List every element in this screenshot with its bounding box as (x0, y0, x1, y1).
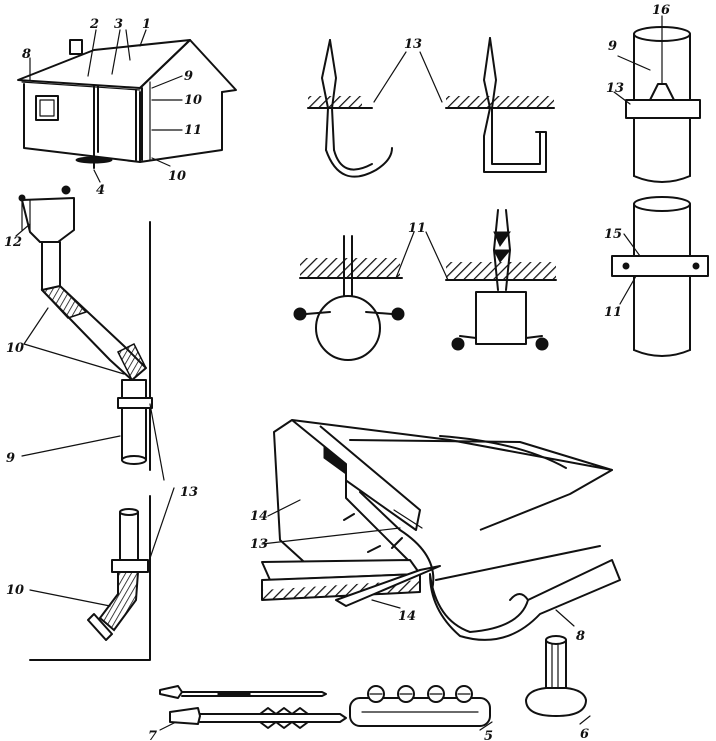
label-6: 6 (580, 727, 589, 741)
label-12: 12 (4, 235, 22, 250)
label-11-clamps: 11 (408, 221, 426, 236)
gutter-hooks-drawing (307, 37, 555, 178)
label-1: 1 (142, 17, 151, 32)
pipe-hook-drawing (613, 15, 701, 183)
plug-drawing (525, 635, 591, 725)
label-13-pipes: 13 (180, 485, 198, 500)
label-13-right: 13 (606, 81, 624, 96)
house-drawing (17, 29, 237, 183)
label-11-right: 11 (604, 305, 622, 320)
label-13-hooks: 13 (404, 37, 422, 52)
label-9-pipe: 9 (6, 451, 15, 466)
label-15: 15 (604, 227, 622, 242)
screw-block-drawing (349, 685, 493, 731)
label-16: 16 (652, 3, 670, 18)
label-9-right: 9 (608, 39, 617, 54)
label-3: 3 (114, 17, 123, 32)
label-2: 2 (89, 17, 99, 32)
downpipe-drawing (15, 185, 165, 481)
label-14-lower: 14 (398, 609, 416, 624)
label-9-house: 9 (184, 69, 193, 84)
label-8-house: 8 (22, 47, 31, 62)
label-11-house: 11 (184, 123, 202, 138)
label-8-eave: 8 (576, 629, 585, 644)
pipe-band-drawing (611, 196, 709, 357)
pipe-clamps-drawing (293, 209, 557, 361)
label-7: 7 (148, 729, 157, 741)
label-10-house: 10 (184, 93, 202, 108)
label-13-eave: 13 (250, 537, 268, 552)
label-5: 5 (484, 729, 493, 741)
label-10-house-bottom: 10 (168, 169, 186, 184)
label-10-pipe: 10 (6, 341, 24, 356)
downpipe-outlet-drawing (29, 487, 175, 661)
label-4: 4 (96, 183, 105, 198)
eave-section-drawing (261, 419, 621, 641)
spikes-drawing (159, 685, 347, 731)
label-14-upper: 14 (250, 509, 268, 524)
label-10-outlet: 10 (6, 583, 24, 598)
